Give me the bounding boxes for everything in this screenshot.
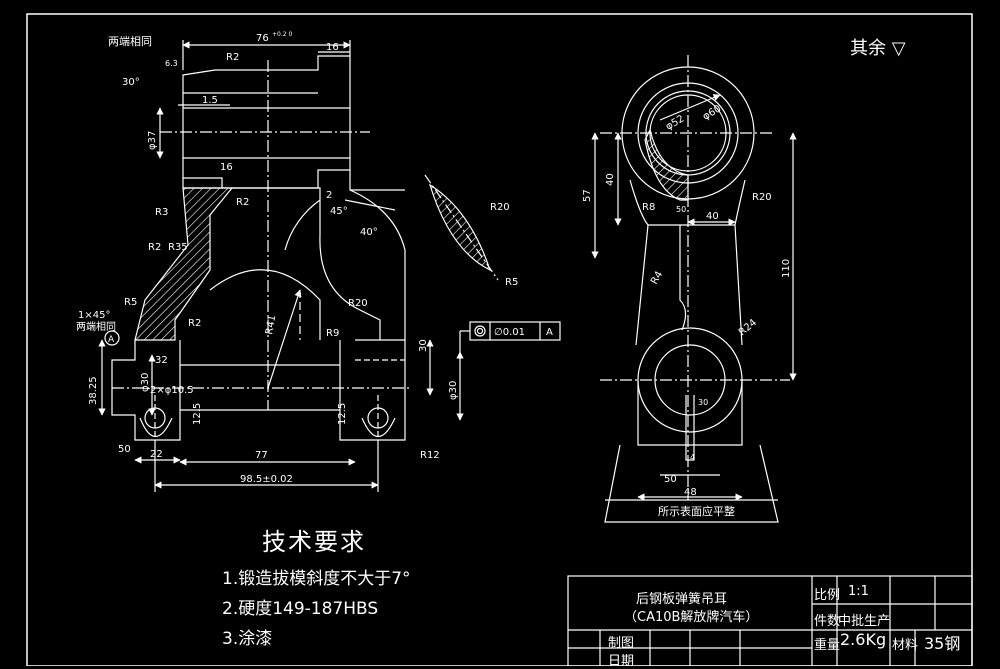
label-dim-110: 110 [781,259,792,278]
label-dim-40deg: 40° [360,227,378,238]
label-dim-63: 6.3 [165,59,178,68]
label-dim-r5-sec: R5 [505,277,518,288]
label-dim-phi30-right: φ30 [448,381,459,400]
label-dim-r8: R8 [642,202,655,213]
label-dim-r41: R41 [264,314,278,335]
label-dim-2: 2 [326,190,332,201]
label-dim-r20-mid: R20 [348,298,368,309]
part-name: 后钢板弹簧吊耳 [636,592,728,607]
label-dim-76: 76 [256,33,269,44]
label-dim-2phi105: 2×φ10.5 [150,385,194,396]
label-dim-30-low: 30 [698,398,708,407]
label-dim-r20-sec: R20 [490,202,510,213]
scale-value: 1:1 [848,584,869,599]
side-view [591,55,797,523]
label-both-ends-same-left: 两端相同 [76,320,116,333]
front-view [98,40,561,492]
label-dim-40-vert: 40 [605,173,616,186]
weight-value: 2.6Kg [840,630,887,649]
material-label: 材料 [892,638,919,653]
label-dim-r2-low: R2 [188,318,201,329]
label-dim-r2-top: R2 [226,52,239,63]
label-dim-76-tol: +0.2 0 [272,31,292,38]
label-dim-50-mid: 50 [676,205,686,214]
label-dim-r20: R20 [752,192,772,203]
label-chamfer: 1×45° [78,310,110,321]
tech-requirements-title: 技术要求 [262,528,366,556]
label-dim-r5: R5 [124,297,137,308]
roughness-note-text: 其余 [850,38,886,59]
label-dim-30: 30 [418,339,429,352]
label-dim-50-low: 50 [664,474,677,485]
qty-label: 件数 [814,614,841,629]
label-dim-phi30-left: φ30 [140,373,151,392]
label-dim-phi52: φ52 [664,113,686,132]
drawn-label: 制图 [608,636,635,651]
label-dim-r2-mid: R2 [236,197,249,208]
tech-requirement-3: 3.涂漆 [222,629,273,649]
label-dim-30deg: 30° [122,77,140,88]
roughness-note: 其余 ▽ [850,34,906,60]
label-dim-32: 32 [155,355,168,366]
label-dim-57: 57 [582,189,593,202]
roughness-symbol-icon: ▽ [891,38,906,59]
label-dim-45deg: 45° [330,206,348,217]
date-label: 日期 [608,654,635,669]
label-dim-16-top: 16 [326,42,339,53]
label-dim-4: 4 [690,453,695,462]
label-dim-r9: R9 [326,328,339,339]
scale-label: 比例 [814,588,841,603]
label-dim-22: 22 [150,449,163,460]
qty-value: 中批生产 [838,614,891,629]
gtol-datum: A [546,327,553,338]
label-dim-3825: 38.25 [88,376,99,405]
label-dim-16-mid: 16 [220,162,233,173]
label-dim-125-right: 12.5 [337,403,348,425]
label-plane-note: 所示表面应平整 [658,504,735,518]
title-block [567,575,973,666]
label-dim-15: 1.5 [202,95,218,106]
gtol-value: ∅0.01 [494,327,525,338]
label-datum-a: A [108,335,115,345]
label-dim-48: 48 [684,487,697,498]
label-dim-985: 98.5±0.02 [240,474,293,485]
tech-requirement-1: 1.锻造拔模斜度不大于7° [222,569,411,589]
label-dim-r4: R4 [649,269,665,286]
weight-label: 重量 [814,638,841,653]
label-dim-phi37: φ37 [147,131,158,150]
label-dim-r35: R35 [168,242,188,253]
label-dim-77: 77 [255,450,268,461]
tech-requirement-2: 2.硬度149-187HBS [222,599,379,619]
label-dim-40-horiz: 40 [706,211,719,222]
label-both-ends-same-top: 两端相同 [108,35,152,48]
label-dim-50-left: 50 [118,444,131,455]
material-value: 35钢 [924,634,961,653]
vehicle-name: （CA10B解放牌汽车） [624,610,759,625]
label-dim-r12: R12 [420,450,440,461]
sheet-border [26,13,973,666]
label-dim-125-left: 12.5 [192,403,203,425]
label-dim-r2-left: R2 [148,242,161,253]
label-dim-r3: R3 [155,207,168,218]
